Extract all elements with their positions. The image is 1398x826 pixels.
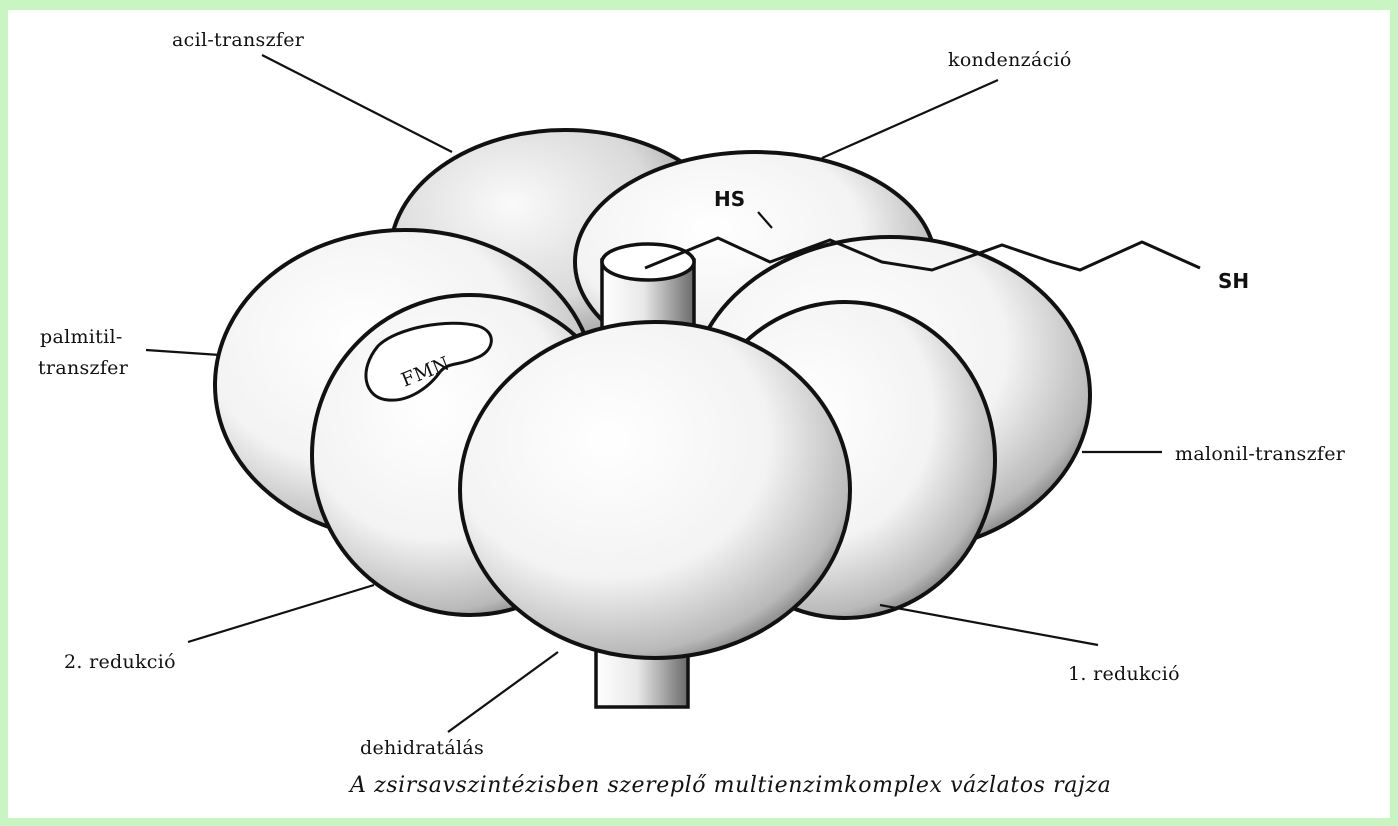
label-redukcio-2: 2. redukció — [64, 651, 176, 673]
central-cylinder-top — [602, 244, 694, 280]
leader-redukcio-1 — [880, 605, 1098, 645]
dehidratalas-domain — [460, 322, 850, 658]
leader-redukcio-2 — [188, 585, 374, 642]
figure-caption: A zsirsavszintézisben szereplő multienzi… — [348, 773, 1111, 798]
leader-kondenzacio — [822, 80, 998, 158]
label-dehidratalas: dehidratálás — [360, 737, 484, 759]
label-malonil-transzfer: malonil-transzfer — [1175, 443, 1346, 465]
label-palmitil-line2: transzfer — [38, 357, 129, 379]
leader-dehidratalas — [448, 652, 558, 732]
figure-panel: FMN HS SH acil-transzfer kondenzáció pal… — [8, 10, 1390, 818]
hs-label: HS — [714, 187, 745, 211]
leader-palmitil — [146, 350, 220, 355]
sh-label: SH — [1218, 269, 1249, 293]
multienzyme-complex-diagram: FMN HS SH acil-transzfer kondenzáció pal… — [8, 10, 1390, 818]
label-kondenzacio: kondenzáció — [948, 49, 1072, 71]
label-redukcio-1: 1. redukció — [1068, 663, 1180, 685]
leader-acil — [262, 55, 452, 152]
label-acil-transzfer: acil-transzfer — [172, 29, 305, 51]
label-palmitil-line1: palmitil- — [40, 326, 123, 348]
